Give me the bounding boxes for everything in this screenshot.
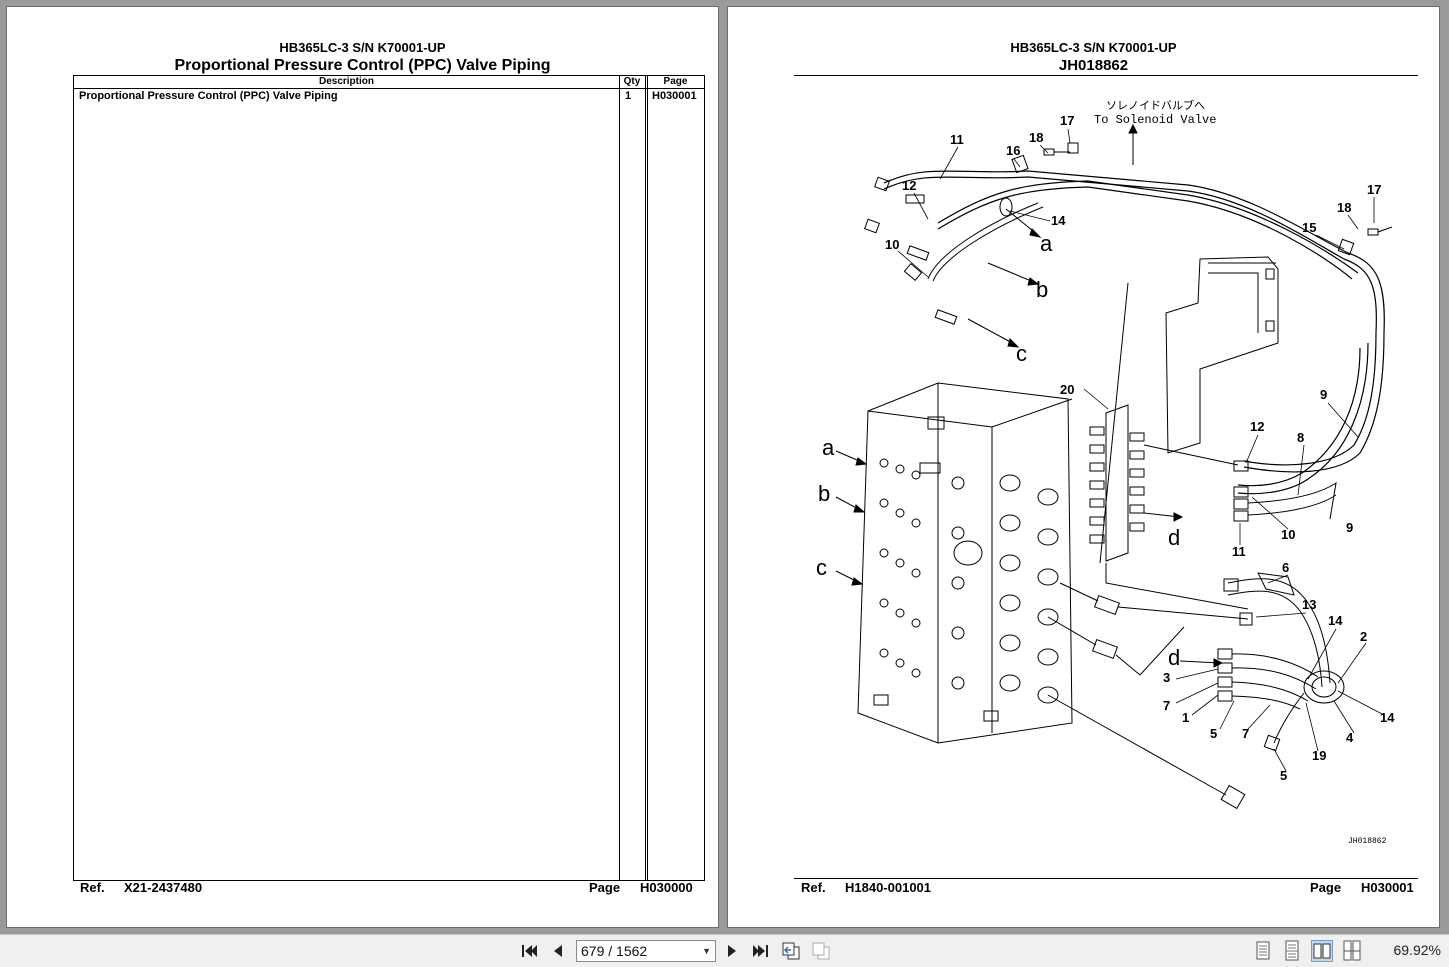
callout-14-mid: 14 (1328, 613, 1343, 628)
left-page-title: Proportional Pressure Control (PPC) Valv… (174, 57, 551, 74)
callout-13: 13 (1302, 597, 1316, 612)
col-header-description: Description (318, 76, 374, 87)
port-b-top: b (1036, 277, 1048, 302)
prev-page-icon[interactable] (547, 940, 569, 962)
right-ref-value: H1840-001001 (845, 880, 932, 895)
left-ref-label: Ref. (80, 880, 105, 895)
port-d-lower: d (1168, 645, 1180, 670)
callout-5-left: 5 (1210, 726, 1217, 741)
callout-11-top: 11 (950, 132, 964, 147)
row-description: Proportional Pressure Control (PPC) Valv… (79, 90, 338, 102)
callout-20: 20 (1060, 382, 1074, 397)
col-header-qty: Qty (623, 76, 641, 87)
port-c-top: c (1016, 341, 1027, 366)
port-c-block: c (816, 555, 827, 580)
right-page-title: JH018862 (1058, 57, 1129, 74)
drawing-id: JH018862 (1348, 837, 1387, 846)
facing-icon[interactable] (1311, 940, 1333, 962)
callout-8: 8 (1297, 430, 1304, 445)
callout-5-bottom: 5 (1280, 768, 1287, 783)
left-page-label: Page (589, 880, 621, 895)
right-page: HB365LC-3 S/N K70001-UP JH018862 ソレノイドバル… (727, 6, 1440, 928)
callout-12-right: 12 (1250, 419, 1264, 434)
callout-14-top: 14 (1051, 213, 1066, 228)
last-page-icon[interactable] (750, 940, 772, 962)
callout-11-right: 11 (1232, 544, 1246, 559)
callout-10-right: 10 (1281, 527, 1295, 542)
page-number-input[interactable]: 679 / 1562 ▼ (576, 940, 716, 962)
row-qty: 1 (625, 90, 632, 102)
next-view-icon[interactable] (810, 940, 832, 962)
current-page: 679 (581, 943, 605, 959)
continuous-icon[interactable] (1281, 940, 1303, 962)
left-model-heading: HB365LC-3 S/N K70001-UP (279, 40, 446, 55)
callout-1: 1 (1182, 710, 1189, 725)
single-page-icon[interactable] (1252, 940, 1274, 962)
next-page-icon[interactable] (721, 940, 743, 962)
note-en: To Solenoid Valve (1094, 113, 1216, 127)
col-header-page: Page (663, 76, 688, 87)
callout-4: 4 (1346, 730, 1354, 745)
callout-14-bottom: 14 (1380, 710, 1395, 725)
right-page-label: Page (1310, 880, 1342, 895)
right-page-value: H030001 (1361, 880, 1414, 895)
callout-17-right: 17 (1367, 182, 1381, 197)
callout-12-top: 12 (902, 178, 916, 193)
left-page-value: H030000 (640, 880, 693, 895)
page-separator: / (608, 943, 613, 959)
previous-view-icon[interactable] (780, 940, 802, 962)
left-page: HB365LC-3 S/N K70001-UP Proportional Pre… (6, 6, 719, 928)
chevron-down-icon[interactable]: ▼ (702, 946, 711, 956)
callout-16: 16 (1006, 143, 1020, 158)
callout-6: 6 (1282, 560, 1289, 575)
row-page-link[interactable]: H030001 (652, 90, 697, 102)
viewer-toolbar: 679 / 1562 ▼ 69.92% (0, 934, 1449, 967)
callout-18-right: 18 (1337, 200, 1351, 215)
callout-19: 19 (1312, 748, 1326, 763)
ppc-valve-piping-diagram: ソレノイドバルブへ To Solenoid Valve (816, 98, 1395, 846)
callout-18-top: 18 (1029, 130, 1043, 145)
port-b-block: b (818, 481, 830, 506)
continuous-facing-icon[interactable] (1341, 940, 1363, 962)
port-d-manifold: d (1168, 525, 1180, 550)
callout-10-top: 10 (885, 237, 899, 252)
callout-7-right: 7 (1242, 726, 1249, 741)
first-page-icon[interactable] (518, 940, 540, 962)
zoom-level[interactable]: 69.92% (1393, 942, 1441, 958)
total-pages: 1562 (616, 943, 648, 959)
right-ref-label: Ref. (801, 880, 826, 895)
callout-9-upper: 9 (1320, 387, 1327, 402)
callout-3: 3 (1163, 670, 1170, 685)
callout-2: 2 (1360, 629, 1367, 644)
callout-7-left: 7 (1163, 698, 1170, 713)
callout-17-top: 17 (1060, 113, 1074, 128)
left-ref-value: X21-2437480 (124, 880, 203, 895)
parts-table: Description Qty Page Proportional Pressu… (73, 75, 705, 881)
callout-9-lower: 9 (1346, 520, 1353, 535)
right-model-heading: HB365LC-3 S/N K70001-UP (1010, 40, 1177, 55)
port-a-block: a (822, 435, 835, 460)
callout-15: 15 (1302, 220, 1316, 235)
note-jp: ソレノイドバルブへ (1106, 98, 1205, 112)
port-a-top: a (1040, 231, 1053, 256)
